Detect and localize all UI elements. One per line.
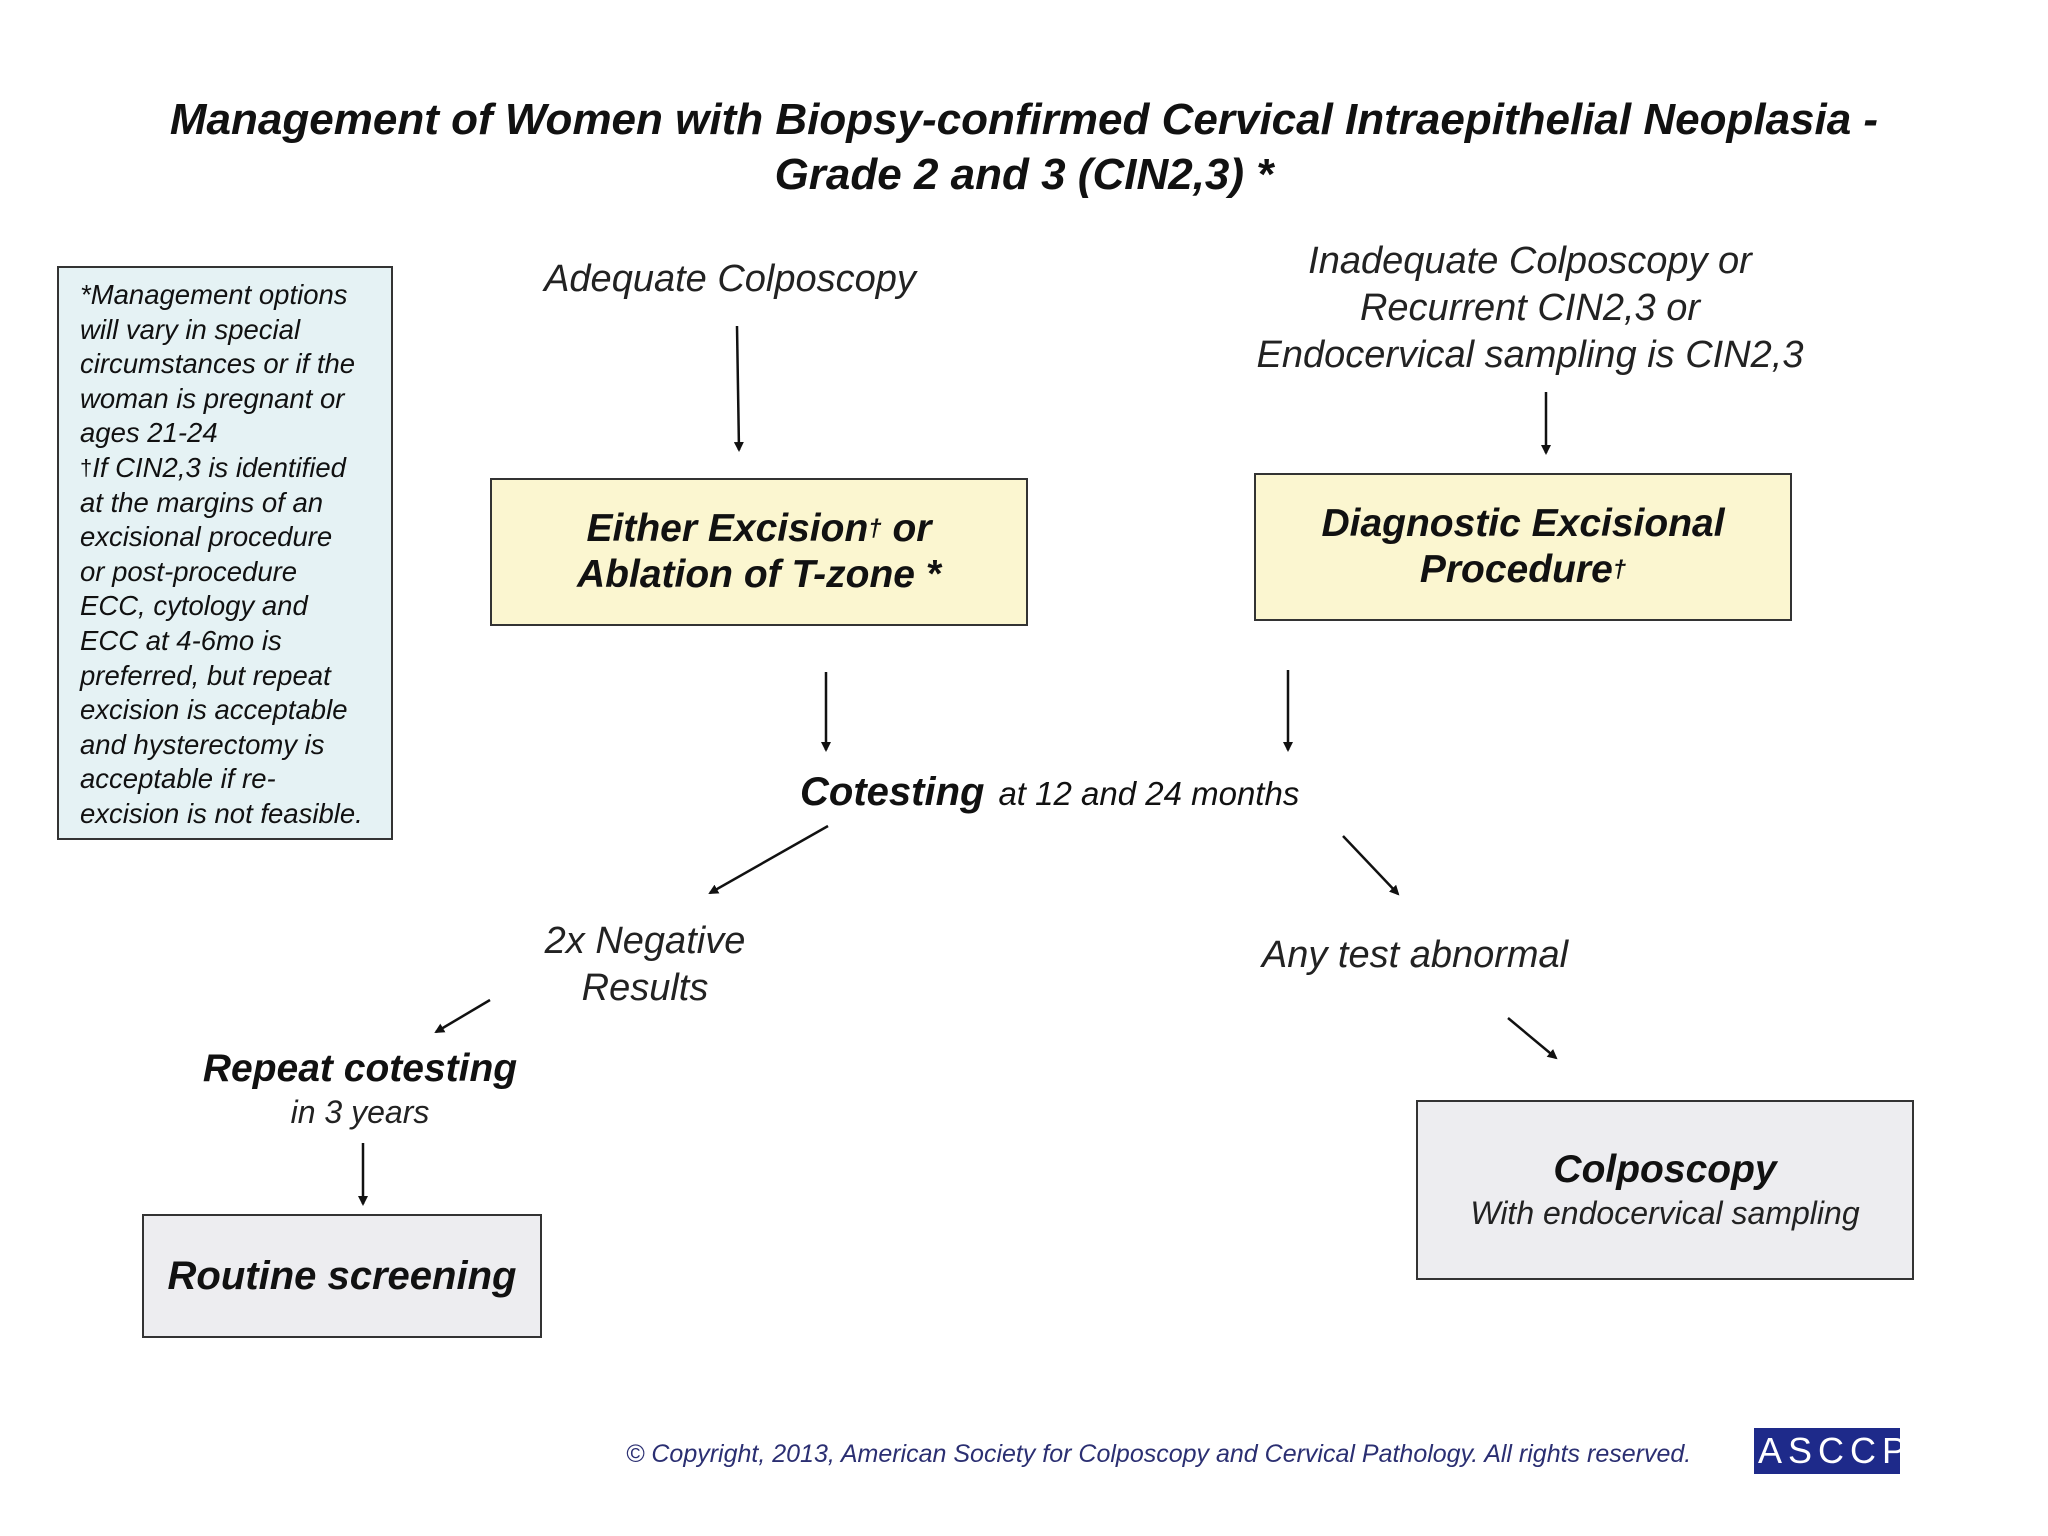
note-line: will vary in special xyxy=(80,313,301,345)
note-line: excision is not feasible. xyxy=(80,797,363,829)
procedure-label: Procedure xyxy=(1419,548,1613,591)
inadequate-line: Inadequate Colposcopy or xyxy=(1308,240,1752,282)
colposcopy-box: Colposcopy With endocervical sampling xyxy=(1416,1100,1914,1280)
colposcopy-label: Colposcopy xyxy=(1553,1148,1777,1191)
note-line: ages 21-24 xyxy=(80,417,218,449)
note-line: or post-procedure xyxy=(80,555,298,587)
arrow-cotesting-to-abnormal xyxy=(1342,835,1400,896)
note-line: ECC, cytology and xyxy=(80,590,308,622)
inadequate-colposcopy-label: Inadequate Colposcopy or Recurrent CIN2,… xyxy=(1200,238,1860,379)
repeat-cotesting-label: Repeat cotesting in 3 years xyxy=(160,1046,560,1132)
arrow-cotesting-to-negative xyxy=(708,824,829,895)
negative-results-label: 2x Negative Results xyxy=(500,918,790,1012)
adequate-colposcopy-label: Adequate Colposcopy xyxy=(544,258,916,300)
note-line: excision is acceptable xyxy=(80,694,348,726)
dagger-symbol: † xyxy=(1612,556,1627,583)
arrow-negative-to-repeat xyxy=(434,998,491,1034)
diagnostic-excisional-procedure-box: Diagnostic Excisional Procedure† xyxy=(1254,473,1792,621)
dagger-symbol: † xyxy=(868,515,882,542)
routine-screening-box: Routine screening xyxy=(142,1214,542,1338)
inadequate-line: Recurrent CIN2,3 or xyxy=(1359,287,1700,329)
copyright-notice: © Copyright, 2013, American Society for … xyxy=(626,1440,1692,1468)
note-line: woman is pregnant or xyxy=(80,382,345,414)
routine-screening-label: Routine screening xyxy=(167,1254,517,1298)
note-line: and hysterectomy is xyxy=(80,728,325,760)
cotesting-label: Cotesting at 12 and 24 months xyxy=(800,770,1299,815)
note-line: acceptable if re- xyxy=(80,763,276,795)
negative-line: Results xyxy=(581,967,709,1009)
negative-line: 2x Negative xyxy=(544,920,746,962)
repeat-cotesting-bold: Repeat cotesting xyxy=(202,1047,518,1090)
title-line-1: Management of Women with Biopsy-confirme… xyxy=(169,95,1879,144)
arrow-adequate-to-excision xyxy=(733,325,744,452)
diagnostic-label: Diagnostic Excisional xyxy=(1321,502,1725,545)
note-line: ECC at 4-6mo is xyxy=(80,624,282,656)
note-line: preferred, but repeat xyxy=(80,659,331,691)
arrow-abnormal-to-colposcopy xyxy=(1507,1017,1558,1060)
page-title: Management of Women with Biopsy-confirme… xyxy=(100,92,1948,202)
footnote-box: *Management options will vary in special… xyxy=(57,266,393,840)
repeat-cotesting-interval: in 3 years xyxy=(290,1094,430,1130)
excision-line-1: Either Excision† or xyxy=(587,506,932,552)
cotesting-bold: Cotesting xyxy=(800,770,985,814)
note-line: *Management options xyxy=(80,279,348,310)
procedure-line: Procedure† xyxy=(1420,547,1626,593)
ablation-label: Ablation of T-zone * xyxy=(577,553,941,596)
note-line: If CIN2,3 is identified xyxy=(92,451,346,483)
note-line: circumstances or if the xyxy=(80,348,356,380)
dagger-symbol: † xyxy=(80,454,93,480)
note-line: excisional procedure xyxy=(80,521,333,553)
note-line-dagger: †If CIN2,3 is identified xyxy=(80,451,381,486)
excision-label: Either Excision xyxy=(586,507,869,550)
asccp-logo: ASCCP xyxy=(1754,1428,1906,1474)
excision-or-ablation-box: Either Excision† or Ablation of T-zone * xyxy=(490,478,1028,626)
note-line: at the margins of an xyxy=(80,486,324,518)
inadequate-line: Endocervical sampling is CIN2,3 xyxy=(1256,334,1804,376)
abnormal-label: Any test abnormal xyxy=(1261,934,1569,976)
cotesting-interval: at 12 and 24 months xyxy=(998,775,1300,812)
title-line-2: Grade 2 and 3 (CIN2,3) * xyxy=(774,150,1274,199)
colposcopy-sub-label: With endocervical sampling xyxy=(1470,1195,1860,1231)
excision-or: or xyxy=(881,507,932,550)
